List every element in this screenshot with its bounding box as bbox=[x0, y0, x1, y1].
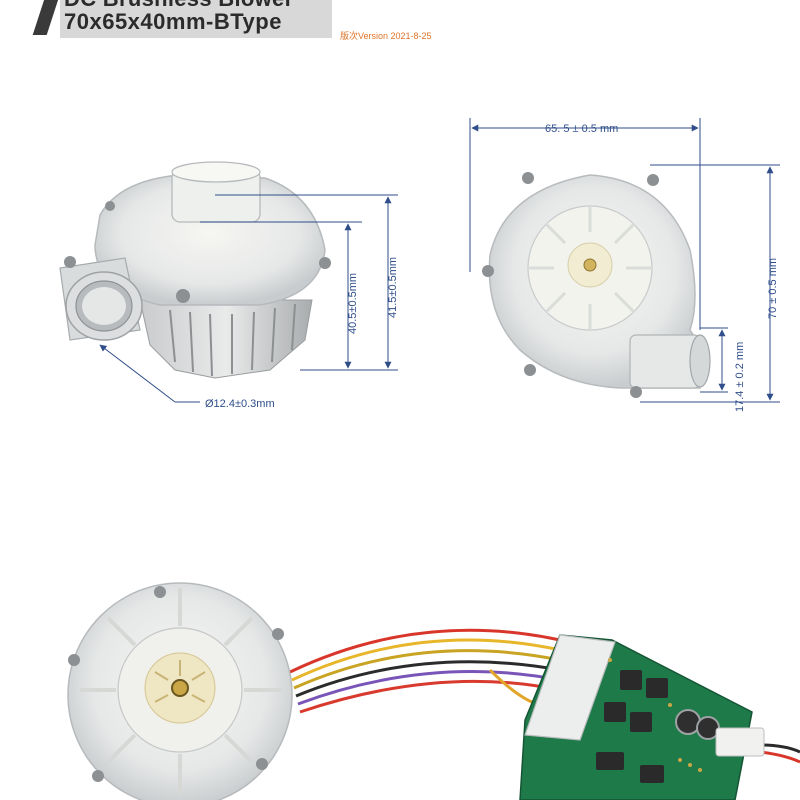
blower-with-driver-photo bbox=[67, 582, 800, 800]
side-dimensions bbox=[99, 194, 398, 403]
blower-side-view bbox=[59, 161, 331, 379]
dim-width: 65. 5 ± 0.5 mm bbox=[545, 123, 618, 135]
title-line1: DC Brushless Blower bbox=[64, 0, 293, 12]
dim-outlet-diameter: Ø12.4±0.3mm bbox=[205, 398, 275, 410]
version-label: 版次Version 2021-8-25 bbox=[340, 31, 432, 41]
dim-height-body: 40.5±0.5mm bbox=[347, 273, 359, 334]
dim-outlet-offset: 17.4 ± 0.2 mm bbox=[734, 342, 746, 412]
title-line2: 70x65x40mm-BType bbox=[64, 9, 282, 34]
blower-top-view bbox=[482, 172, 711, 398]
top-dimensions bbox=[469, 118, 780, 403]
dim-height-top: 70 ± 0.5 mm bbox=[767, 258, 779, 319]
header: DC Brushless Blower 70x65x40mm-BType 版次V… bbox=[0, 0, 800, 45]
dim-height-total: 41.5±0.5mm bbox=[387, 257, 399, 318]
header-title-box bbox=[60, 0, 332, 38]
